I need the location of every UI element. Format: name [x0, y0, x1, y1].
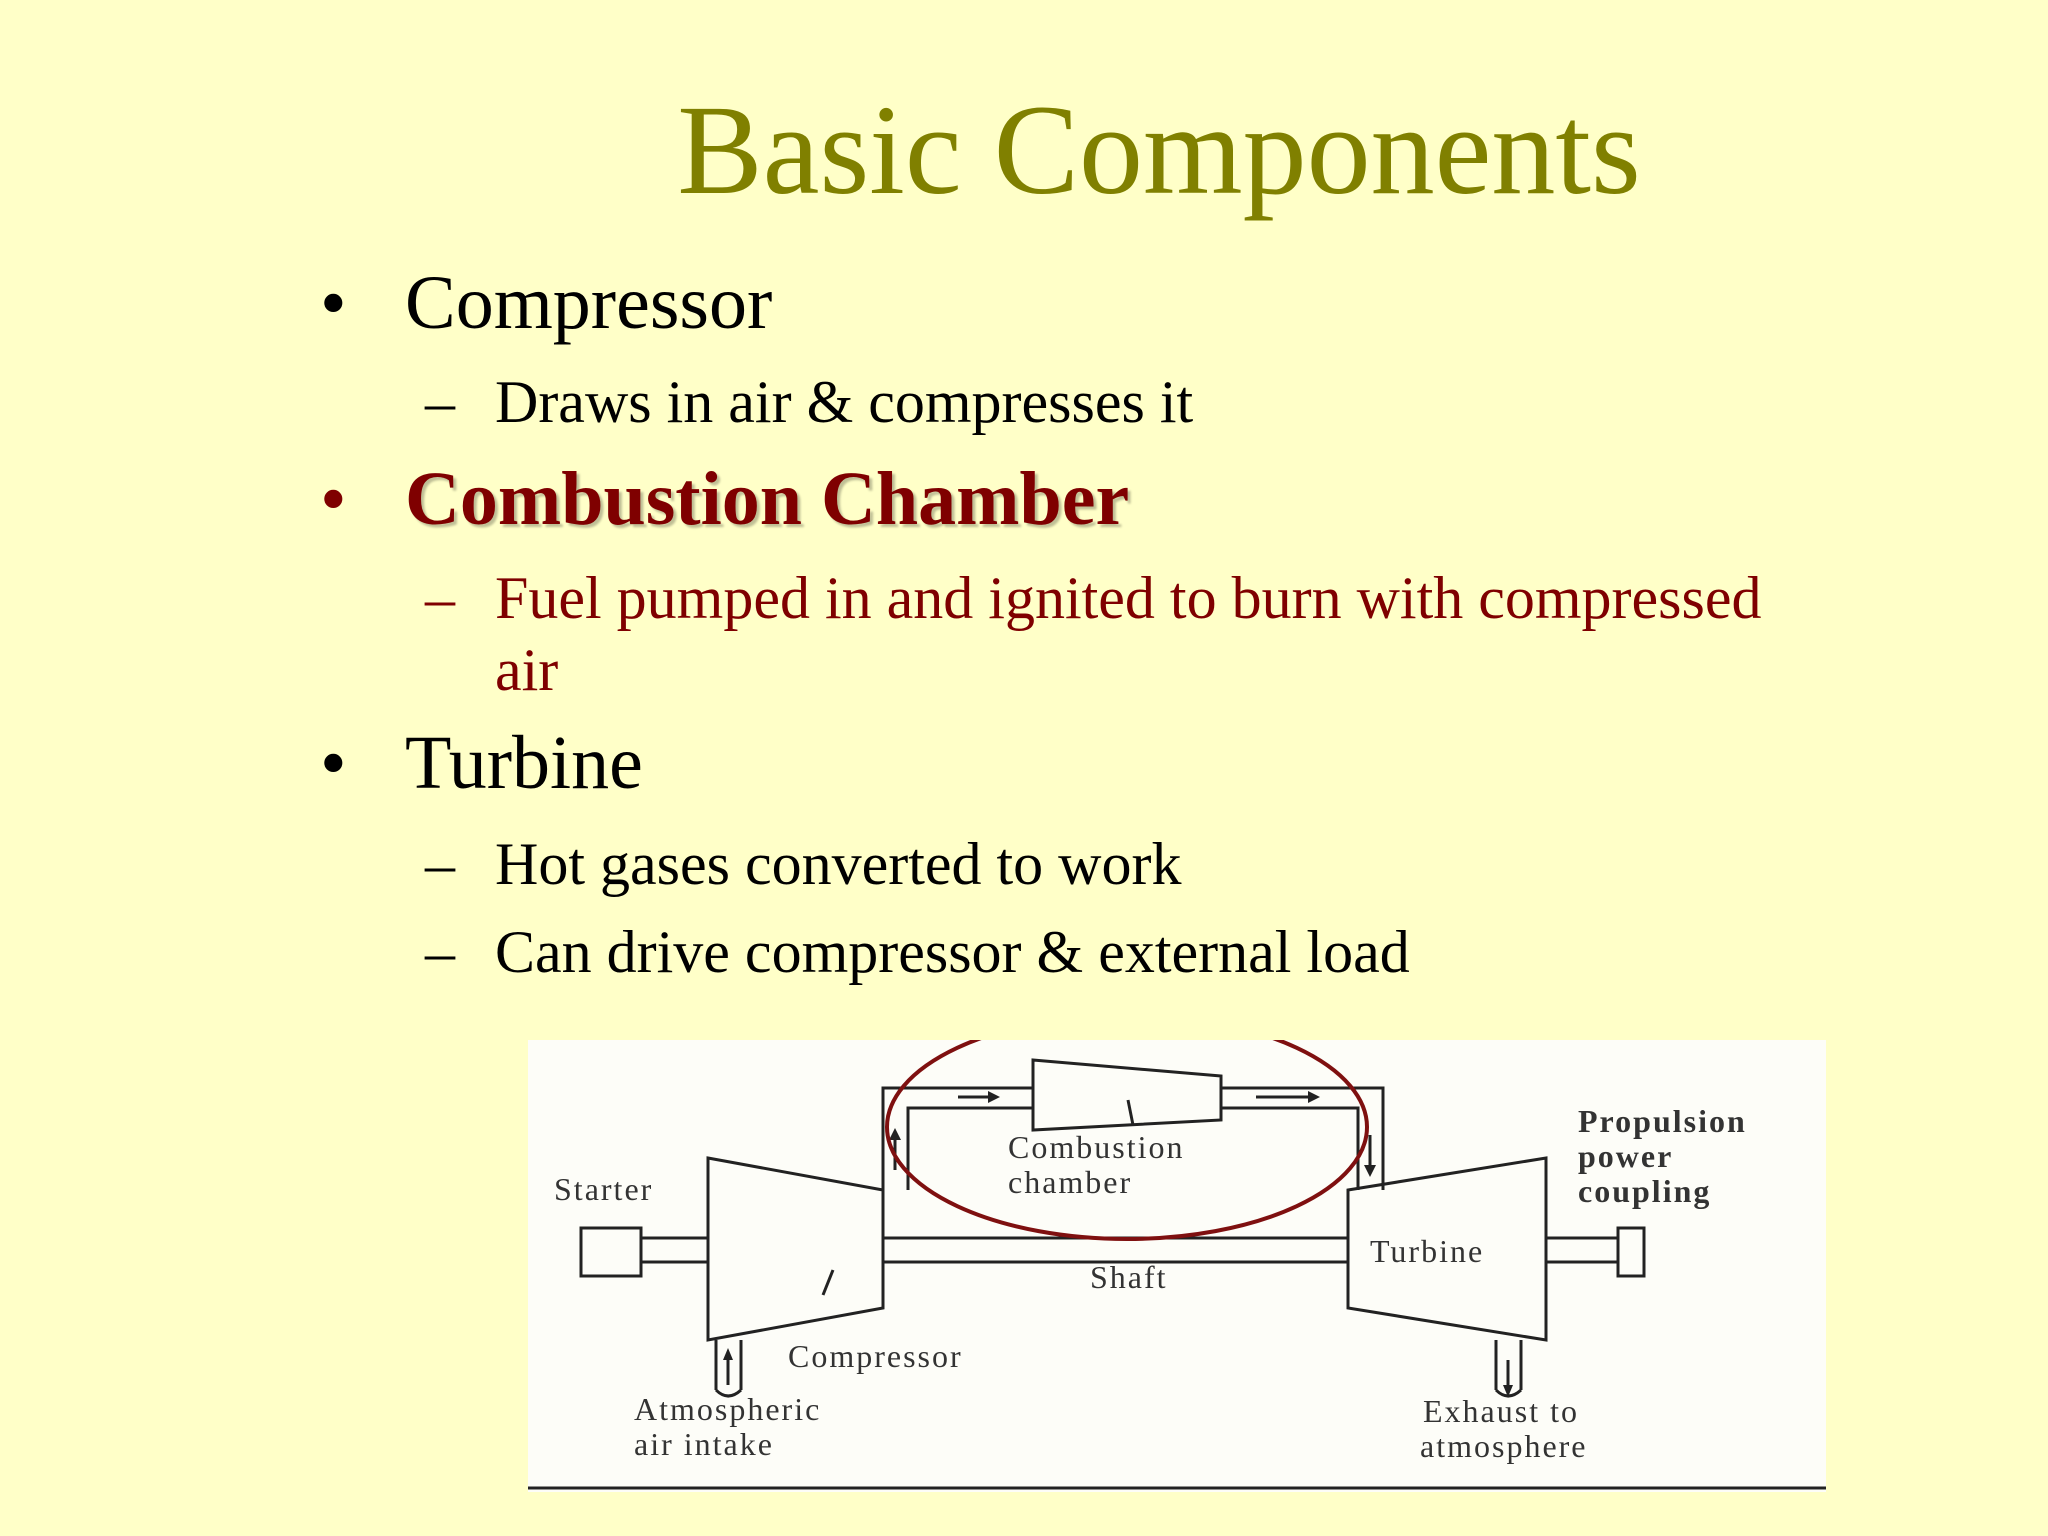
fuel-arrow [1126, 1099, 1135, 1126]
dash-mark: – [425, 369, 455, 435]
bullet-mark: • [320, 261, 347, 345]
diagram-svg: Combustion chamber Starter Propulsion po… [528, 1040, 1826, 1490]
bullet-text: Combustion Chamber [405, 457, 1130, 541]
label-compressor: Compressor [788, 1338, 963, 1374]
arrowhead [889, 1128, 901, 1140]
turbine-inlet-duct-inner [1221, 1106, 1360, 1190]
bullet-text: Turbine [405, 721, 643, 805]
label-atmospheric-2: air intake [634, 1426, 774, 1462]
label-propulsion-3: coupling [1578, 1173, 1711, 1209]
label-turbine: Turbine [1370, 1233, 1484, 1269]
dash-mark: – [425, 565, 455, 631]
label-combustion-1: Combustion [1008, 1129, 1184, 1165]
combustion-chamber-body [1031, 1058, 1223, 1132]
sub-bullet-text: Fuel pumped in and ignited to burn with … [495, 565, 1762, 631]
highlight-ellipse [885, 1040, 1369, 1241]
label-exhaust-2: atmosphere [1420, 1428, 1588, 1464]
label-exhaust-1: Exhaust to [1423, 1393, 1579, 1429]
arrowhead [1308, 1091, 1320, 1103]
bullet-mark: • [320, 457, 347, 541]
compressor-outlet-duct-outer [881, 1086, 1033, 1190]
bullet-mark: • [320, 721, 347, 805]
compressor-outlet-duct-inner [906, 1106, 1033, 1190]
turbine-body [1346, 1156, 1548, 1342]
dash-mark: – [425, 831, 455, 897]
arrowhead [1503, 1385, 1513, 1397]
turbine-inlet-duct-outer [1221, 1086, 1385, 1190]
compressor-body [706, 1156, 885, 1342]
starter-box [579, 1226, 643, 1278]
label-starter: Starter [554, 1171, 653, 1207]
coupling-box [1616, 1226, 1646, 1278]
arrowhead [988, 1091, 1000, 1103]
dash-mark: – [425, 919, 455, 985]
arrowhead [723, 1348, 733, 1360]
sub-bullet-text: Can drive compressor & external load [495, 919, 1410, 985]
label-shaft: Shaft [1090, 1259, 1168, 1295]
arrowhead [1364, 1165, 1376, 1177]
sub-bullet-text: Hot gases converted to work [495, 831, 1182, 897]
label-combustion-2: chamber [1008, 1164, 1132, 1200]
sub-bullet-text: Draws in air & compresses it [495, 369, 1194, 435]
inlet-duct-bottom [714, 1388, 743, 1398]
compressor-pointer [821, 1269, 835, 1296]
slide-title: Basic Components [677, 79, 1641, 221]
bullet-text: Compressor [405, 261, 773, 345]
label-propulsion-1: Propulsion [1578, 1103, 1747, 1139]
label-propulsion-2: power [1578, 1138, 1673, 1174]
sub-bullet-text: air [495, 637, 559, 703]
label-atmospheric-1: Atmospheric [634, 1391, 821, 1427]
gas-turbine-diagram: Combustion chamber Starter Propulsion po… [528, 1040, 1826, 1492]
